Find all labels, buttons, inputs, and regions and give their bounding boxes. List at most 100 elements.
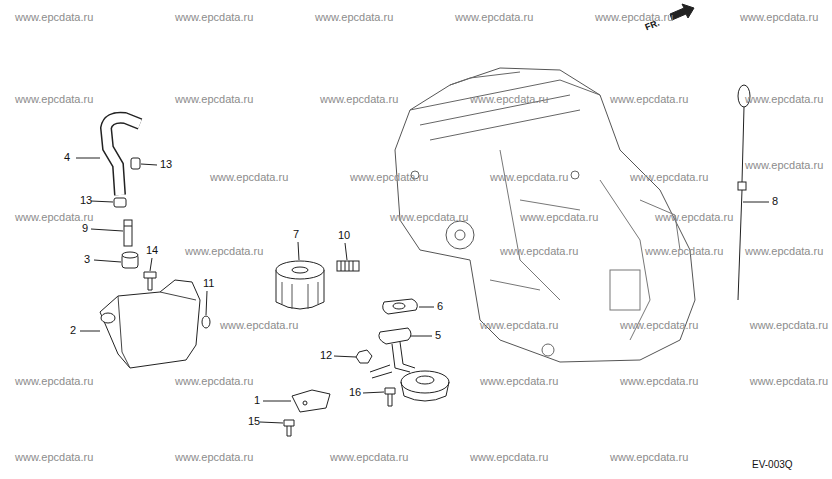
hose-clamp [114, 198, 126, 207]
watermark: www.epcdata.ru [175, 376, 253, 387]
line-art [743, 202, 769, 203]
watermark: www.epcdata.ru [520, 212, 598, 223]
watermark: www.epcdata.ru [15, 212, 93, 223]
line-art [742, 107, 744, 182]
line-art [640, 200, 680, 250]
callout-number: 3 [84, 254, 90, 265]
hose-clamp [131, 158, 140, 169]
callout-number: 4 [64, 152, 70, 163]
line-art [303, 401, 307, 405]
watermark: www.epcdata.ru [320, 94, 398, 105]
callout-number: 14 [146, 245, 158, 256]
stud [337, 261, 359, 271]
callout-number: 2 [70, 325, 76, 336]
watermark: www.epcdata.ru [330, 452, 408, 463]
watermark: www.epcdata.ru [740, 12, 818, 23]
line-art [101, 313, 115, 323]
line-art [341, 261, 353, 271]
oil-filter [276, 261, 324, 309]
callout-number: 9 [82, 223, 88, 234]
watermark: www.epcdata.ru [595, 12, 673, 23]
watermark: www.epcdata.ru [470, 452, 548, 463]
line-art [419, 307, 434, 308]
gasket [383, 299, 418, 314]
callout-number: 7 [293, 229, 299, 240]
callout-number: 1 [254, 395, 260, 406]
watermark: www.epcdata.ru [175, 452, 253, 463]
watermark: www.epcdata.ru [645, 246, 723, 257]
oil-strainer [370, 328, 449, 401]
callout-number: 16 [349, 387, 361, 398]
watermark: www.epcdata.ru [745, 160, 823, 171]
line-art [345, 243, 347, 260]
watermark: www.epcdata.ru [455, 12, 533, 23]
breather-hose-inner [106, 118, 140, 195]
callout-number: 8 [772, 196, 778, 207]
line-art [401, 371, 449, 393]
line-art [276, 261, 324, 279]
callout-number: 5 [435, 330, 441, 341]
watermark: www.epcdata.ru [470, 94, 548, 105]
callout-number: 11 [203, 278, 214, 289]
line-art [76, 4, 769, 436]
watermark: www.epcdata.ru [175, 12, 253, 23]
o-ring [202, 316, 210, 328]
line-art [292, 267, 308, 273]
watermark: www.epcdata.ru [390, 212, 468, 223]
callout-number: 13 [160, 159, 172, 170]
watermark: www.epcdata.ru [175, 94, 253, 105]
watermark: www.epcdata.ru [655, 212, 733, 223]
line-art [416, 376, 434, 384]
breather-joint [124, 220, 132, 246]
line-art [383, 299, 418, 314]
watermark: www.epcdata.ru [610, 94, 688, 105]
line-art [363, 392, 384, 393]
line-art [610, 270, 640, 310]
front-arrow [670, 4, 694, 20]
dipstick [738, 85, 750, 300]
line-art [446, 221, 474, 249]
line-art [118, 292, 196, 368]
line-art [141, 164, 157, 165]
watermark: www.epcdata.ru [15, 12, 93, 23]
line-art [571, 171, 579, 179]
watermark: www.epcdata.ru [490, 172, 568, 183]
line-art [334, 356, 356, 357]
callout-number: 10 [338, 230, 350, 241]
line-art [76, 158, 100, 159]
callout-number: 15 [248, 416, 260, 427]
line-art [490, 150, 650, 340]
line-art [411, 336, 432, 337]
line-art [80, 331, 100, 332]
breather-hose [106, 118, 140, 195]
watermark: www.epcdata.ru [745, 94, 823, 105]
line-art [124, 226, 132, 227]
watermark: www.epcdata.ru [480, 376, 558, 387]
line-art [370, 365, 392, 378]
watermark: www.epcdata.ru [620, 320, 698, 331]
watermark: www.epcdata.ru [745, 246, 823, 257]
watermark: www.epcdata.ru [15, 94, 93, 105]
callout-number: 12 [320, 350, 332, 361]
line-art [91, 229, 123, 231]
line-art [337, 261, 359, 271]
watermark: www.epcdata.ru [610, 452, 688, 463]
line-art [298, 242, 299, 260]
watermark: www.epcdata.ru [315, 12, 393, 23]
bracket [292, 390, 330, 412]
line-art [738, 190, 742, 300]
leader-lines [76, 158, 769, 423]
watermark: www.epcdata.ru [750, 376, 828, 387]
breather-chamber [100, 280, 200, 368]
line-art [94, 260, 121, 262]
line-art [282, 282, 318, 309]
line-art [91, 201, 113, 202]
callout-number: 6 [437, 301, 443, 312]
line-art [392, 342, 415, 372]
line-art [542, 344, 554, 356]
bolt [144, 272, 156, 290]
line-art [455, 230, 465, 240]
line-art [206, 291, 207, 315]
